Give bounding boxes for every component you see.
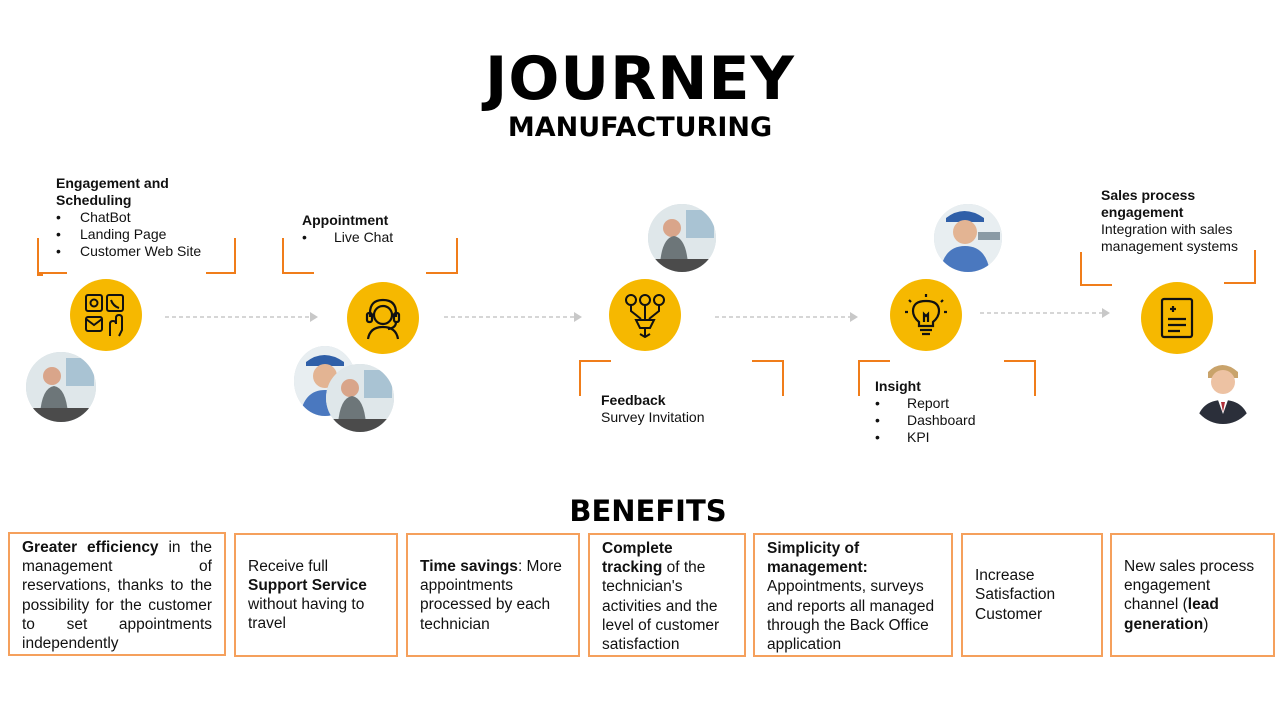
benefit-bold: Simplicity of management:: [767, 540, 868, 577]
bracket-left: [1080, 284, 1112, 286]
stage-appointment-heading: Appointment: [302, 212, 389, 228]
stage-sales-heading: Sales process engagement: [1101, 187, 1196, 220]
technician-photo: [26, 352, 96, 422]
stage-insight-circle: [890, 279, 962, 351]
stage-feedback-heading: Feedback: [601, 392, 666, 408]
flow-arrow: [715, 312, 858, 322]
benefit-text: Complete tracking of the technician's ac…: [602, 539, 732, 654]
benefit-text: Simplicity of management: Appointments, …: [767, 539, 939, 654]
benefit-bold: Greater efficiency: [22, 539, 159, 556]
benefit-bold: Support Service: [248, 576, 367, 594]
bracket-right: [426, 272, 458, 274]
list-item: Dashboard: [875, 412, 1025, 429]
benefit-text: Time savings: More appointments processe…: [420, 557, 566, 634]
bracket-right: [234, 238, 236, 274]
benefit-bold: Time savings: [420, 558, 518, 575]
benefit-text: Increase Satisfaction Customer: [975, 567, 1056, 623]
benefit-card: Greater efficiency in the management of …: [8, 532, 226, 656]
technician-photo: [934, 204, 1002, 272]
stage-appointment-list: Live Chat: [302, 229, 452, 246]
bracket-right: [1004, 360, 1036, 362]
benefit-card: Time savings: More appointments processe…: [406, 533, 580, 657]
benefit-text: Receive full Support Service without hav…: [248, 557, 384, 634]
feedback-funnel-icon: [625, 294, 665, 338]
bracket-right: [1034, 360, 1036, 396]
bracket-left: [858, 360, 860, 396]
flow-arrow: [980, 308, 1110, 318]
stage-feedback-text: Feedback Survey Invitation: [601, 392, 771, 426]
benefit-body: in the management of reservations, thank…: [22, 539, 212, 653]
bracket-right: [782, 360, 784, 396]
benefit-card: Complete tracking of the technician's ac…: [588, 533, 746, 657]
document-icon: [1160, 297, 1194, 339]
bracket-right: [1254, 250, 1256, 284]
benefit-text: New sales process engagement channel (le…: [1124, 557, 1261, 634]
page-subtitle: MANUFACTURING: [507, 112, 773, 143]
bracket-right: [206, 272, 236, 274]
stage-insight-heading: Insight: [875, 378, 921, 394]
stage-engagement-circle: [70, 279, 142, 351]
salesperson-photo: [1190, 354, 1256, 424]
benefit-card: New sales process engagement channel (le…: [1110, 533, 1275, 657]
benefit-bold: lead generation: [1124, 596, 1219, 633]
stage-appointment-circle: [347, 282, 419, 354]
stage-feedback-description: Survey Invitation: [601, 409, 705, 425]
benefits-title: BENEFITS: [569, 494, 727, 528]
benefit-card: Receive full Support Service without hav…: [234, 533, 398, 657]
list-item: Report: [875, 395, 1025, 412]
lightbulb-icon: [905, 294, 947, 336]
bracket-left: [37, 272, 67, 276]
bracket-left: [579, 360, 581, 396]
flow-arrow: [165, 312, 318, 322]
bracket-left: [282, 238, 284, 274]
benefit-body: New sales process engagement channel (: [1124, 558, 1255, 614]
stage-engagement-text: Engagement and Scheduling ChatBot Landin…: [56, 175, 226, 260]
benefit-bold: Complete tracking: [602, 540, 673, 577]
stage-appointment-text: Appointment Live Chat: [302, 212, 452, 246]
benefit-body: Receive full: [248, 557, 329, 575]
bracket-left: [1080, 252, 1082, 286]
technician-photo: [648, 204, 716, 272]
stage-insight-text: Insight Report Dashboard KPI: [875, 378, 1025, 446]
stage-engagement-list: ChatBot Landing Page Customer Web Site: [56, 209, 226, 260]
benefit-body: without having to travel: [248, 596, 365, 633]
contact-channels-icon: [85, 294, 124, 337]
technician-photo: [326, 364, 394, 432]
stage-insight-list: Report Dashboard KPI: [875, 395, 1025, 446]
bracket-left: [579, 360, 611, 362]
bracket-right: [456, 238, 458, 274]
stage-sales-circle: [1141, 282, 1213, 354]
page-title: JOURNEY: [485, 44, 795, 114]
bracket-right: [752, 360, 784, 362]
benefit-body: ): [1203, 615, 1209, 633]
list-item: Landing Page: [56, 226, 226, 243]
bracket-left: [282, 272, 314, 274]
stage-sales-description: Integration with sales management system…: [1101, 221, 1238, 254]
list-item: KPI: [875, 429, 1025, 446]
list-item: Customer Web Site: [56, 243, 226, 260]
benefit-card: Increase Satisfaction Customer: [961, 533, 1103, 657]
stage-engagement-heading: Engagement and Scheduling: [56, 175, 169, 208]
benefit-card: Simplicity of management: Appointments, …: [753, 533, 953, 657]
list-item: Live Chat: [302, 229, 452, 246]
bracket-left: [858, 360, 890, 362]
bracket-left: [37, 238, 43, 276]
list-item: ChatBot: [56, 209, 226, 226]
benefit-body: Appointments, surveys and reports all ma…: [767, 578, 935, 654]
benefit-body: of the technician's activities and the l…: [602, 559, 720, 654]
benefit-text: Greater efficiency in the management of …: [22, 538, 212, 653]
flow-arrow: [444, 312, 582, 322]
benefit-body: : More appointments processed by each te…: [420, 558, 562, 633]
bracket-right: [1224, 282, 1256, 284]
stage-feedback-circle: [609, 279, 681, 351]
headset-agent-icon: [365, 298, 401, 340]
stage-sales-text: Sales process engagement Integration wit…: [1101, 187, 1261, 255]
